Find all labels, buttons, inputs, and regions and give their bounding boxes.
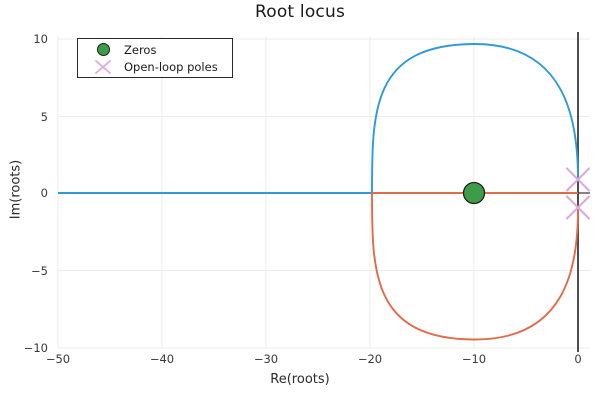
legend: Zeros Open-loop poles (77, 38, 233, 78)
xtick-label: −50 (45, 352, 71, 366)
legend-entry-poles: Open-loop poles (78, 58, 234, 75)
xtick-label: −20 (357, 352, 383, 366)
y-axis-label: Im(roots) (8, 159, 24, 220)
pole-marker-upper (565, 167, 591, 192)
xtick-label: −40 (149, 352, 175, 366)
legend-label-zeros: Zeros (124, 42, 157, 57)
grid-vertical (57, 36, 579, 348)
ytick-label: 0 (40, 186, 48, 200)
xtick-label: −10 (461, 352, 487, 366)
chart-title: Root locus (254, 2, 346, 22)
locus-branch-upper (58, 43, 579, 194)
circle-marker-icon (78, 41, 124, 58)
ytick-label: 10 (33, 32, 48, 46)
xtick-label: −30 (253, 352, 279, 366)
zero-marker (462, 181, 486, 205)
x-marker-icon (78, 58, 124, 75)
legend-entry-zeros: Zeros (78, 41, 234, 58)
ytick-label: 5 (40, 109, 48, 124)
xtick-label: 0 (574, 352, 582, 366)
locus-branch-lower (371, 192, 579, 341)
legend-label-poles: Open-loop poles (124, 59, 218, 74)
ytick-label: −5 (31, 263, 48, 278)
pole-marker-lower (565, 195, 591, 220)
x-axis-label: Re(roots) (270, 372, 330, 387)
ytick-label: −10 (23, 341, 48, 355)
